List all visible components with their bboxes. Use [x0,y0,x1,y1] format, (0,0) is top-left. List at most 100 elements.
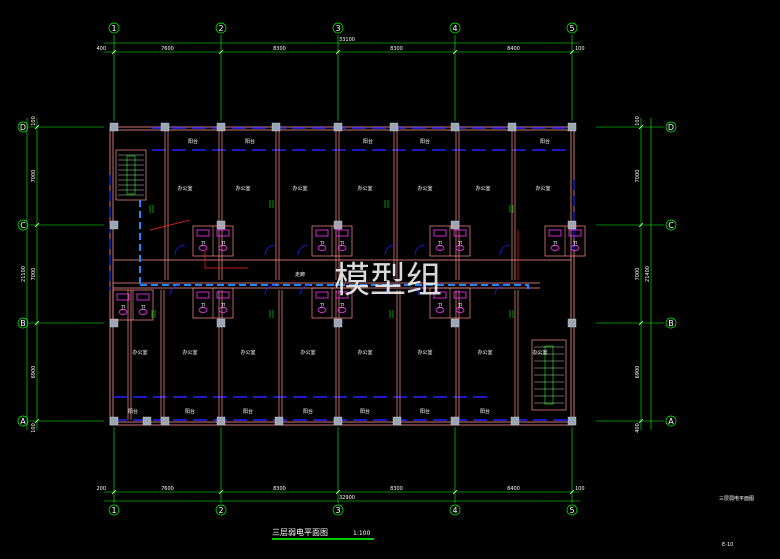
dim-offset-label: 100 [31,423,37,433]
red-feed-line [204,250,248,269]
stair-outline [115,149,147,201]
axis-bubble-label: D [668,123,674,132]
sanitary-fixture [196,229,210,237]
room-label-office: 办公室 [475,185,490,192]
room-label-balcony: 阳台 [185,408,195,415]
dim-tick [34,124,40,130]
axis-bubble-label: 3 [335,506,340,515]
sanitary-fixture [335,291,349,299]
axis-bubble-label: D [20,123,26,132]
room-label-office: 办公室 [300,349,315,356]
sanitary-fixture [455,307,465,313]
watermark-text: 模型组 [334,260,442,301]
door-swing [169,284,181,296]
structural-column [160,416,170,426]
title-block-sheet-no: E-10 [722,542,733,548]
sanitary-fixture [216,291,230,299]
axis-bubble-label: 4 [452,506,457,515]
door-swing [384,244,396,256]
dim-span-label: 6900 [31,366,37,379]
structural-column [510,416,520,426]
sanitary-fixture [548,229,562,237]
dim-tick [34,320,40,326]
room-label-office: 办公室 [177,185,192,192]
sanitary-fixture [433,291,447,299]
axis-bubble [566,22,578,34]
sanitary-fixture [136,293,150,301]
structural-column [274,416,284,426]
room-label-wc: 卫 [140,305,145,311]
axis-bubble [332,504,344,516]
structural-column [507,122,517,132]
sanitary-fixture [218,307,228,313]
dim-span-label: 8300 [390,486,403,492]
axis-bubble [17,415,29,427]
door-swing [174,244,186,256]
room-label-corridor: 走廊 [295,271,305,278]
sanitary-fixture [337,245,347,251]
structural-column [216,416,226,426]
dim-span-label: 7000 [31,268,37,281]
room-label-office: 办公室 [477,349,492,356]
sanitary-fixture [315,229,329,237]
structural-column [333,318,343,328]
red-feed-line [149,219,191,231]
structural-column [567,122,577,132]
drawing-scale: 1:100 [353,530,370,537]
room-label-wc: 卫 [457,241,462,247]
room-label-wc: 卫 [339,303,344,309]
sanitary-fixture [453,229,467,237]
drawing-title: 三层弱电平面图 [272,527,328,537]
dim-span-label: 8300 [273,486,286,492]
room-label-office: 办公室 [292,185,307,192]
sanitary-fixture [198,245,208,251]
axis-bubble-label: C [668,221,674,230]
door-swing [264,284,276,296]
room-label-office: 办公室 [357,185,372,192]
structural-column [450,122,460,132]
dim-tick [452,489,458,495]
dim-span-label: 8300 [390,46,403,52]
room-labels: 卫卫卫卫卫卫卫卫卫卫卫卫卫卫卫卫阳台阳台阳台阳台阳台办公室办公室办公室办公室办公… [120,138,577,415]
sanitary-fixture [435,245,445,251]
room-label-wc: 卫 [572,241,577,247]
room-label-balcony: 阳台 [420,408,430,415]
sanitary-fixture [317,245,327,251]
room-label-wc: 卫 [200,303,205,309]
structural-column [109,416,119,426]
structural-column [450,220,460,230]
dim-total-label: 21100 [21,266,27,282]
dim-span-label: 6900 [635,366,641,379]
dim-tick [638,418,644,424]
axis-bubble [665,219,677,231]
dim-offset-label: 100 [31,116,37,126]
room-label-balcony: 阳台 [303,408,313,415]
dim-span-label: 7600 [161,46,174,52]
axis-bubble [108,22,120,34]
dim-tick [111,49,117,55]
structural-column [109,122,119,132]
dim-tick [34,222,40,228]
room-label-office: 办公室 [417,185,432,192]
dim-total-label: 32900 [339,495,355,501]
axis-bubble [665,121,677,133]
room-label-wc: 卫 [552,241,557,247]
dim-tick [569,489,575,495]
door-swing [297,244,309,256]
dim-offset-label: 400 [635,423,641,433]
room-label-office: 办公室 [240,349,255,356]
room-label-office: 办公室 [532,349,547,356]
structural-column [142,416,152,426]
sanitary-fixture [315,291,329,299]
dim-tick [638,320,644,326]
sanitary-fixture [337,307,347,313]
dim-span-label: 7000 [635,268,641,281]
dim-tick [218,489,224,495]
axis-bubble-label: 5 [569,506,574,515]
axis-bubble-label: C [20,221,26,230]
axis-bubble-label: B [20,319,26,328]
axis-bubble-label: 2 [218,506,223,515]
structural-column [389,122,399,132]
axis-bubble-label: A [668,417,674,426]
